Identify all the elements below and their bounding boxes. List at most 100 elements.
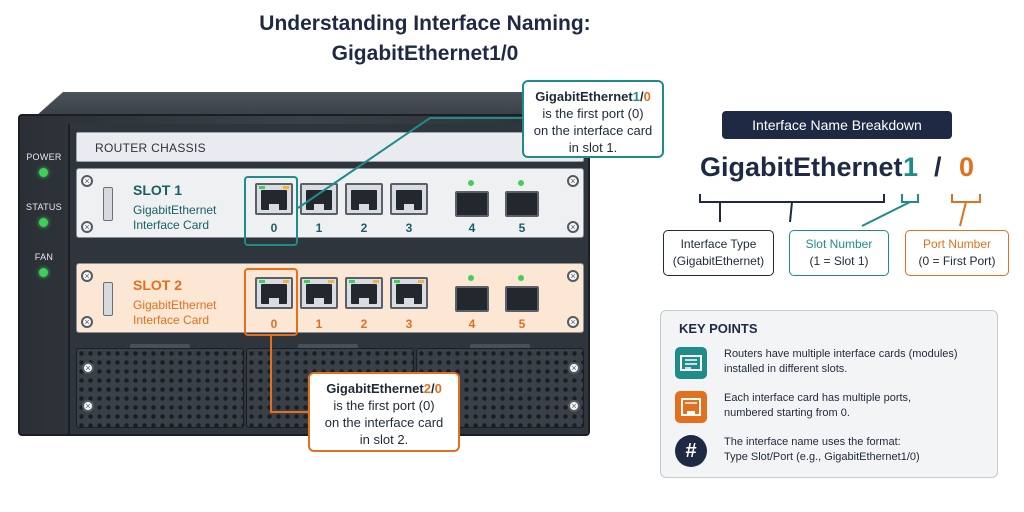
slot-1-card: × × × × SLOT 1 GigabitEthernet Interface… — [76, 168, 584, 238]
fan-label: FAN — [34, 252, 54, 262]
key-points-title: KEY POINTS — [679, 321, 758, 336]
breakdown-port-text: 0 — [959, 152, 975, 182]
ethernet-port-icon[interactable] — [300, 277, 338, 309]
port-led — [468, 275, 474, 281]
page-title-line2: GigabitEthernet1/0 — [331, 42, 519, 65]
ethernet-port-icon[interactable] — [390, 277, 428, 309]
port-number: 5 — [518, 317, 526, 331]
screw-icon: × — [81, 175, 93, 187]
key-point-1: Routers have multiple interface cards (m… — [724, 348, 958, 375]
slot-2-card: × × × × SLOT 2 GigabitEthernet Interface… — [76, 263, 584, 333]
chassis-label: ROUTER CHASSIS — [76, 132, 584, 162]
callout-slot-2-head: GigabitEthernet2/0 — [326, 381, 442, 396]
sfp-port-icon[interactable] — [505, 286, 539, 312]
sfp-port-icon[interactable] — [505, 191, 539, 217]
slot-number-box: Slot Number (1 = Slot 1) — [789, 230, 889, 276]
callout-line: on the interface card — [324, 415, 444, 430]
key-point-3: The interface name uses the format: Type… — [724, 436, 920, 463]
slot-1-sub: Interface Card — [133, 218, 210, 232]
port-number: 4 — [468, 221, 476, 235]
port-led — [518, 180, 524, 186]
callout-line: in slot 2. — [359, 432, 409, 447]
card-handle[interactable] — [103, 187, 113, 221]
slot-1-title: SLOT 1 — [133, 182, 183, 198]
fan-tray[interactable] — [76, 348, 244, 428]
card-handle[interactable] — [103, 282, 113, 316]
sfp-port-icon[interactable] — [455, 191, 489, 217]
port-number-box: Port Number (0 = First Port) — [905, 230, 1009, 276]
screw-icon: × — [567, 270, 579, 282]
screw-icon: × — [567, 316, 579, 328]
port-number: 5 — [518, 221, 526, 235]
ethernet-port-icon[interactable] — [255, 183, 293, 215]
page-title-line1: Understanding Interface Naming: — [259, 12, 591, 35]
box-title: Interface Type — [680, 237, 757, 251]
port-led — [468, 180, 474, 186]
port-number: 0 — [270, 317, 278, 331]
port-number: 1 — [315, 317, 323, 331]
type-bracket — [699, 194, 885, 223]
connector-slot-1 — [297, 117, 522, 209]
screw-icon: × — [568, 362, 580, 374]
port-0-slot-2-highlight — [244, 268, 298, 336]
port-0-slot-1-highlight — [244, 176, 298, 246]
ethernet-port-icon[interactable] — [345, 183, 383, 215]
power-led — [39, 168, 48, 177]
box-desc: (GigabitEthernet) — [672, 254, 765, 268]
module-card-icon — [675, 347, 707, 379]
box-desc: (1 = Slot 1) — [809, 254, 869, 268]
screw-icon: × — [81, 221, 93, 233]
key-point-2: Each interface card has multiple ports, … — [724, 392, 912, 419]
ethernet-port-icon[interactable] — [345, 277, 383, 309]
callout-slot-1: GigabitEthernet1/0 is the first port (0)… — [522, 80, 664, 158]
callout-line: is the first port (0) — [542, 106, 644, 121]
port-number: 3 — [405, 221, 413, 235]
callout-slot-2: GigabitEthernet2/0 is the first port (0)… — [308, 372, 460, 452]
slot-1-sub: GigabitEthernet — [133, 203, 217, 217]
port-number: 1 — [315, 221, 323, 235]
slot-2-sub: Interface Card — [133, 313, 210, 327]
screw-icon: × — [568, 400, 580, 412]
breakdown-slot-text: 1 — [903, 152, 919, 182]
port-number: 4 — [468, 317, 476, 331]
screw-icon: × — [81, 270, 93, 282]
port-number: 3 — [405, 317, 413, 331]
screw-icon: × — [567, 175, 579, 187]
slot-bracket — [861, 194, 919, 227]
status-led — [39, 218, 48, 227]
callout-line: in slot 1. — [568, 140, 618, 155]
box-title: Port Number — [922, 237, 992, 251]
box-desc: (0 = First Port) — [918, 254, 996, 268]
port-bracket — [951, 194, 981, 227]
key-points-panel: KEY POINTS Routers have multiple interfa… — [660, 310, 998, 478]
ethernet-port-icon[interactable] — [390, 183, 428, 215]
port-number: 2 — [360, 221, 368, 235]
screw-icon: × — [82, 362, 94, 374]
breakdown-header: Interface Name Breakdown — [722, 111, 952, 139]
port-number: 0 — [270, 221, 278, 235]
screw-icon: × — [81, 316, 93, 328]
fan-led — [39, 268, 48, 277]
slot-2-title: SLOT 2 — [133, 277, 183, 293]
callout-line: is the first port (0) — [333, 398, 435, 413]
ethernet-port-icon — [675, 391, 707, 423]
box-title: Slot Number — [805, 237, 873, 251]
breakdown-type-text: GigabitEthernet — [700, 152, 903, 182]
connector-slot-2 — [270, 336, 308, 413]
power-label: POWER — [26, 152, 62, 162]
status-label: STATUS — [26, 202, 62, 212]
hash-icon: # — [675, 435, 707, 467]
callout-line: on the interface card — [533, 123, 653, 138]
sfp-port-icon[interactable] — [455, 286, 489, 312]
port-led — [518, 275, 524, 281]
ethernet-port-icon[interactable] — [300, 183, 338, 215]
screw-icon: × — [82, 400, 94, 412]
slot-2-sub: GigabitEthernet — [133, 298, 217, 312]
interface-type-box: Interface Type (GigabitEthernet) — [663, 230, 774, 276]
ethernet-port-icon[interactable] — [255, 277, 293, 309]
callout-slot-1-head: GigabitEthernet1/0 — [535, 89, 651, 104]
port-number: 2 — [360, 317, 368, 331]
breakdown-slash: / — [934, 152, 942, 182]
screw-icon: × — [567, 221, 579, 233]
